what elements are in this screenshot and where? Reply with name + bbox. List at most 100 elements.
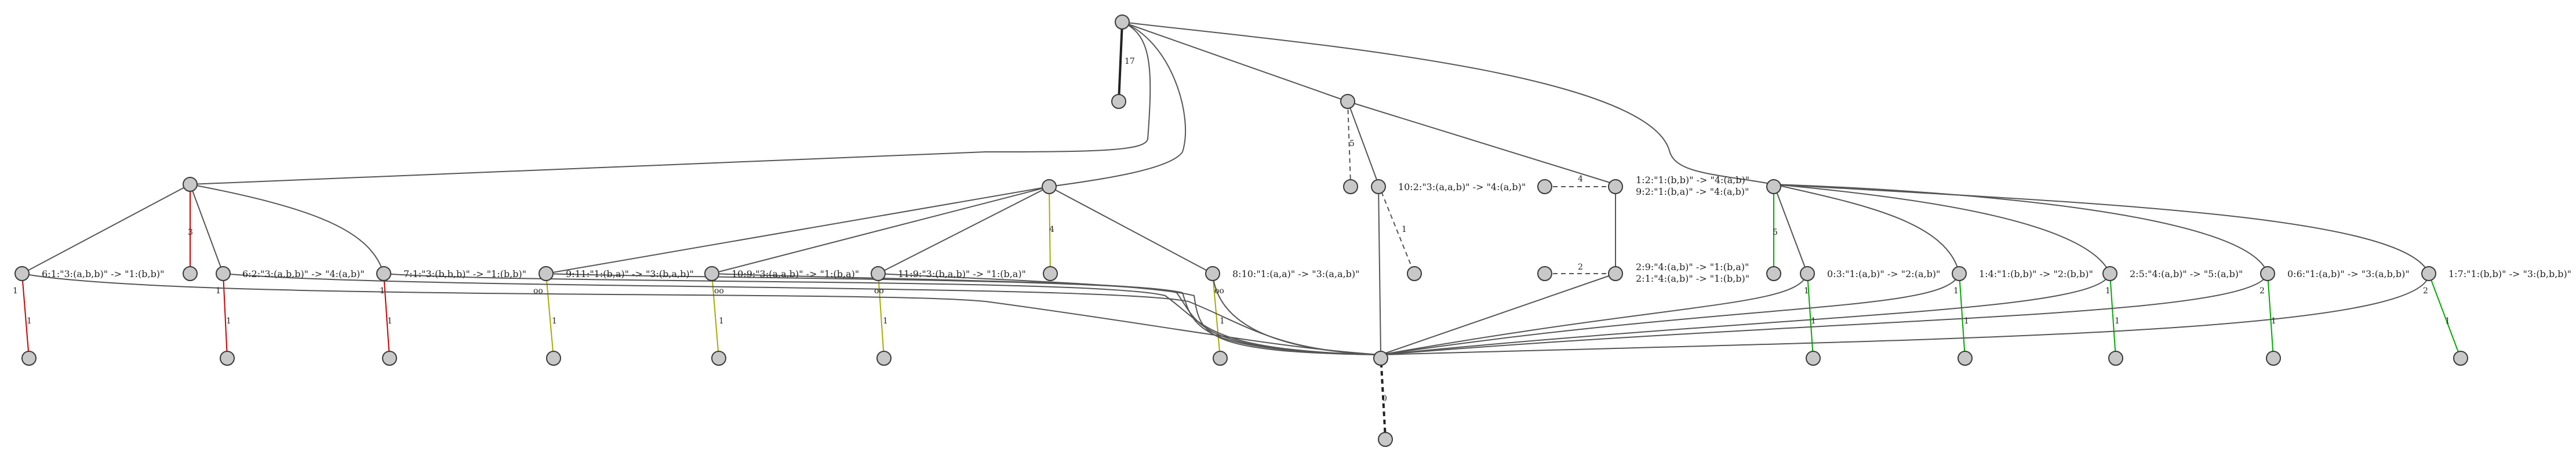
edge-red-1 (21, 273, 30, 359)
graph-node[interactable] (1213, 351, 1228, 366)
edge-grn-5 (2428, 273, 2461, 359)
edge-label: oo (1214, 286, 1224, 296)
edge-label: 1 (380, 286, 385, 296)
edge-label: 0 (1382, 394, 1387, 403)
edge-label: 1 (883, 317, 888, 326)
graph-node[interactable] (21, 351, 37, 366)
graph-node[interactable] (1537, 266, 1552, 281)
graph-node-hub[interactable] (1373, 351, 1388, 366)
edge-label: 1 (1964, 317, 1969, 326)
graph-node[interactable] (2260, 266, 2275, 281)
graph-node[interactable] (382, 351, 397, 366)
edge-ol-10 (711, 186, 1050, 274)
graph-node[interactable] (1608, 179, 1623, 194)
edge-olv-1 (545, 273, 554, 359)
graph-node[interactable] (539, 266, 554, 281)
edge-label: 1 (2115, 317, 2120, 326)
edge-label: oo (874, 286, 884, 296)
graph-node[interactable] (2102, 266, 2117, 281)
graph-node[interactable] (1042, 179, 1057, 194)
graph-node[interactable] (546, 351, 561, 366)
edge-red-2 (223, 273, 228, 359)
edge-olv-4 (1212, 273, 1221, 359)
node-labels: 6:1:"3:(a,b,b)" -> "1:(b,b)" 6:2:"3:(a,b… (42, 174, 2571, 284)
graph-node[interactable] (1608, 266, 1623, 281)
edge-gr-2 (1773, 184, 2111, 274)
node-label: 0:3:"1:(a,b)" -> "2:(a,b)" (1827, 268, 1940, 279)
edge-hub-c6 (878, 273, 1381, 355)
graph-node[interactable] (1766, 266, 1781, 281)
graph-node[interactable] (2421, 266, 2436, 281)
graph-node[interactable] (2453, 351, 2468, 366)
edge-label: 1 (27, 317, 32, 326)
edge-label: 2 (1578, 263, 1583, 272)
graph-node[interactable] (220, 351, 235, 366)
edge-label: 4 (1578, 174, 1583, 184)
edge-label: oo (714, 286, 724, 296)
edge-grn-4 (2267, 273, 2274, 359)
graph-node[interactable] (876, 351, 892, 366)
edge-right-to-hub (1380, 273, 1616, 355)
graph-node[interactable] (183, 266, 198, 281)
edge-grn-2 (1959, 273, 1966, 359)
graph-node[interactable] (1111, 94, 1126, 109)
graph-node[interactable] (183, 177, 198, 192)
edge-ol-8 (1049, 186, 1213, 274)
graph-node[interactable] (1340, 94, 1355, 109)
node-label: 1:2:"1:(b,b)" -> "4:(a,b)" (1636, 174, 1749, 185)
edge-olv-2 (711, 273, 719, 359)
edge-root-right (1122, 21, 1774, 185)
edge-label: 4 (1049, 225, 1054, 234)
graph-node[interactable] (14, 266, 30, 281)
edge-hub-g5 (1380, 273, 2429, 355)
edge-hub-c1 (21, 273, 1381, 355)
edge-label: 17 (1125, 57, 1135, 66)
graph-node[interactable] (1343, 179, 1358, 194)
edge-olv-3 (878, 273, 885, 359)
graph-node[interactable] (1371, 179, 1386, 194)
graph-node[interactable] (1043, 266, 1058, 281)
graph-node[interactable] (216, 266, 231, 281)
node-label: 0:6:"1:(a,b)" -> "3:(a,b,b)" (2287, 268, 2410, 279)
edge-ol-4 (1049, 186, 1051, 274)
edge-grn-3 (2109, 273, 2116, 359)
graph-node[interactable] (1806, 351, 1821, 366)
graph-node[interactable] (1958, 351, 1973, 366)
graph-node[interactable] (1537, 179, 1552, 194)
edge-ol-9 (545, 186, 1050, 274)
graph-node[interactable] (1800, 266, 1815, 281)
edge-label: 1 (216, 286, 221, 296)
graph-node[interactable] (1407, 266, 1422, 281)
graph-node[interactable] (711, 351, 726, 366)
edge-label: 5 (1773, 228, 1778, 237)
edge-gr-0 (1773, 184, 1808, 274)
graph-node[interactable] (1378, 432, 1393, 447)
edge-ol-11 (878, 186, 1050, 274)
edge-10-to-hub (1378, 184, 1381, 355)
edge-label: 1 (1402, 225, 1407, 234)
graph-node[interactable] (1205, 266, 1220, 281)
edge-label: 3 (188, 228, 193, 237)
graph-node[interactable] (2266, 351, 2281, 366)
node-label: 11:9:"3:(b,a,b)" -> "1:(b,a)" (898, 268, 1026, 279)
edge-hub-g1 (1380, 273, 1808, 355)
graph-node[interactable] (704, 266, 719, 281)
edge-label: 2 (2260, 286, 2265, 296)
edge-hub-c5 (711, 273, 1381, 355)
edge-mid-to-10 (1347, 101, 1379, 185)
edge-left-6b (190, 184, 224, 274)
graph-node[interactable] (376, 266, 391, 281)
graph-node[interactable] (1952, 266, 1967, 281)
edge-label: 1 (387, 317, 392, 326)
graph-node[interactable] (1766, 179, 1781, 194)
edge-mid-5 (1347, 101, 1351, 185)
edge-root-left (190, 21, 1151, 185)
edges (21, 21, 2461, 439)
node-label: 10:9:"3:(a,a,b)" -> "1:(b,a)" (732, 268, 859, 279)
node-label: 6:1:"3:(a,b,b)" -> "1:(b,b)" (42, 268, 164, 279)
graph-node[interactable] (871, 266, 886, 281)
edge-root-17 (1118, 21, 1123, 102)
graph-node[interactable] (2108, 351, 2123, 366)
graph-node-root[interactable] (1115, 14, 1130, 30)
edge-hub-0 (1380, 354, 1387, 439)
